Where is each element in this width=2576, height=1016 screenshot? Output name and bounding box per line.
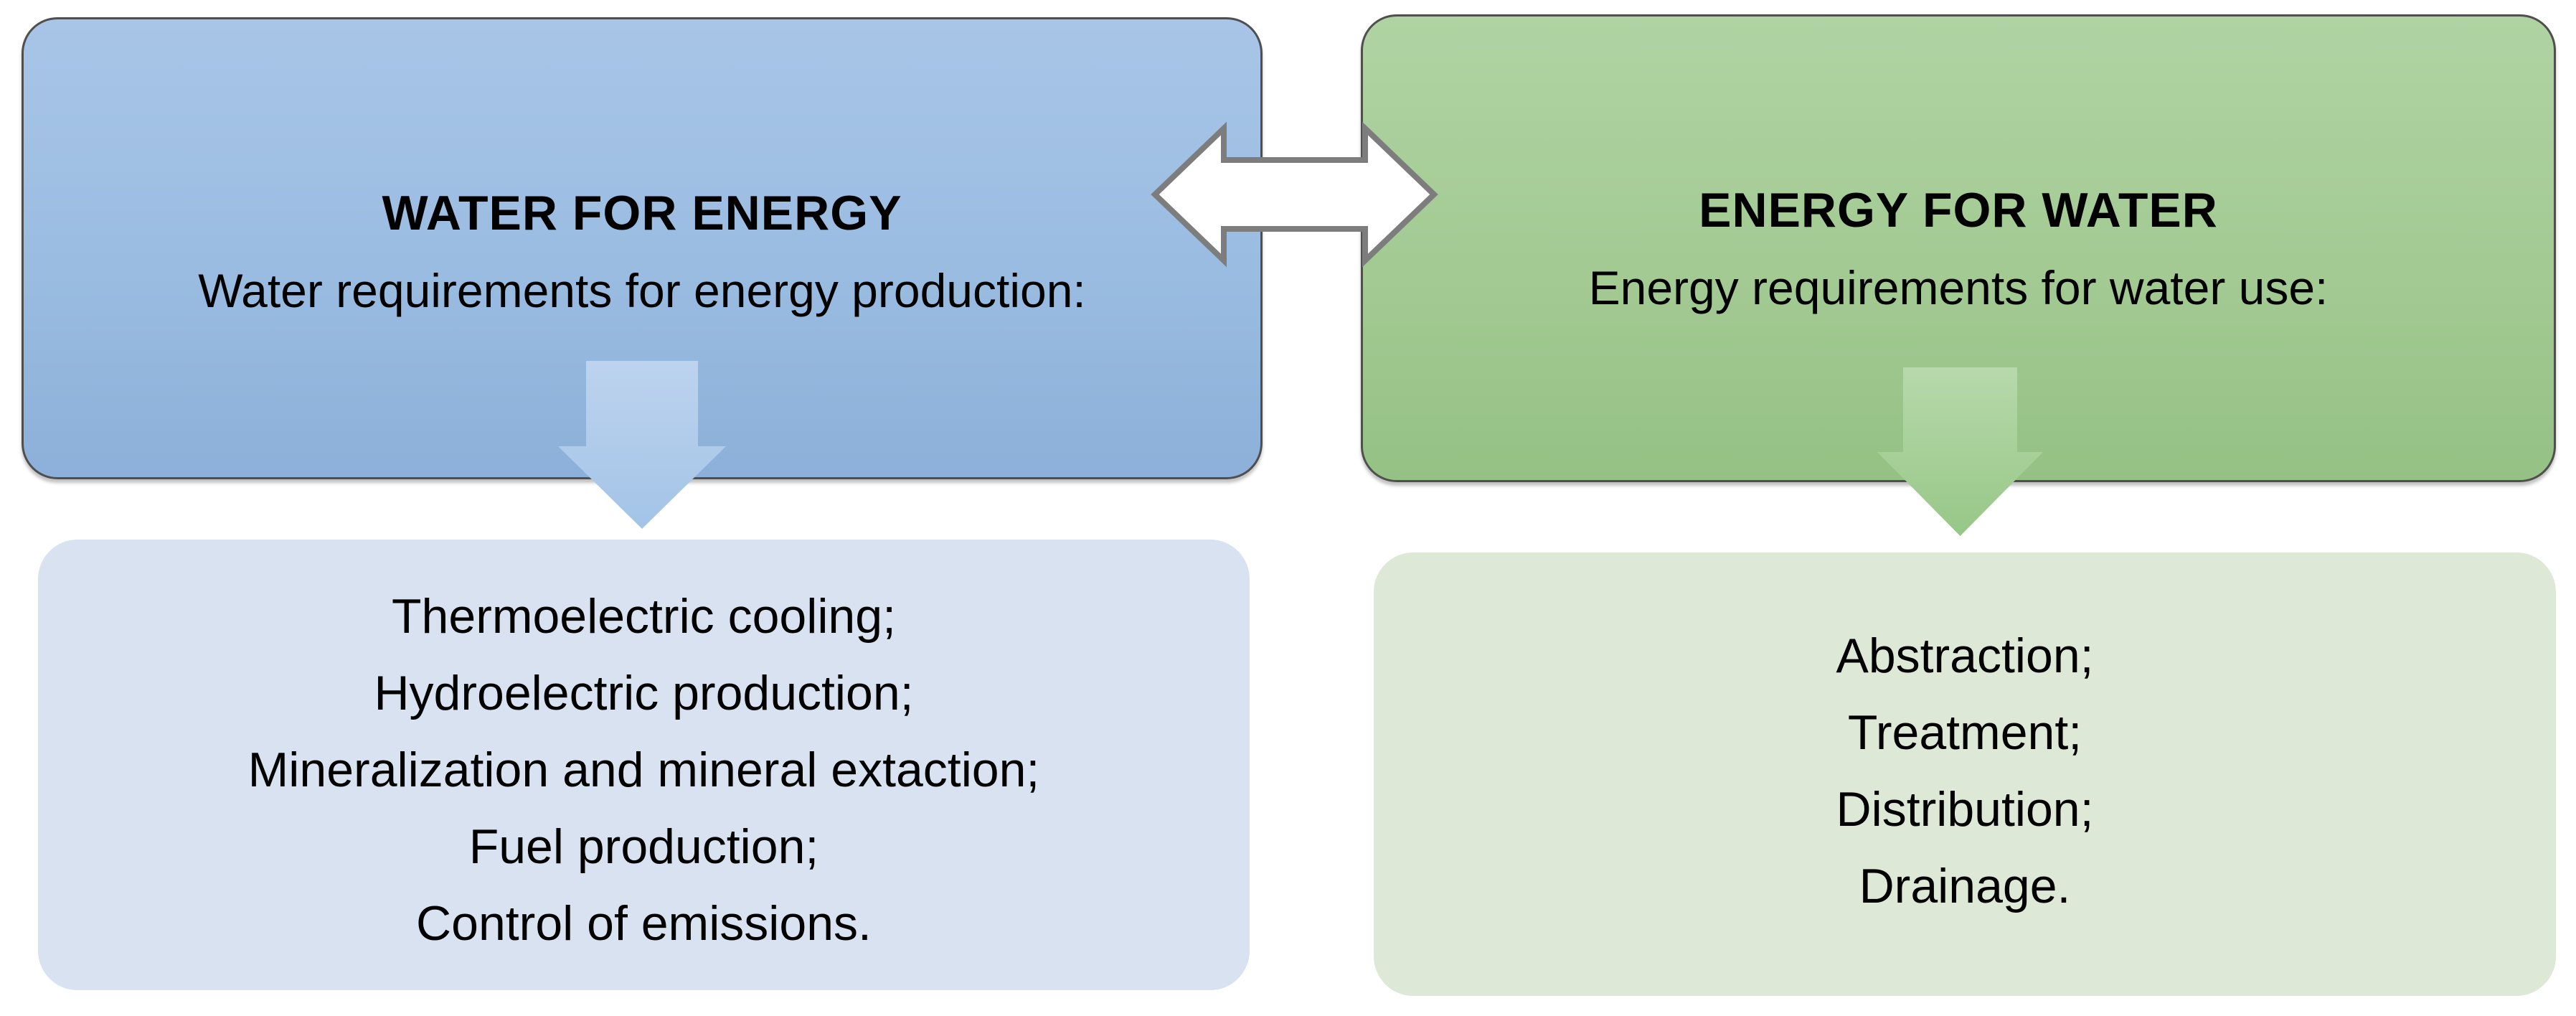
energy-for-water-item-list: Abstraction; Treatment; Distribution; Dr… [1374,618,2556,925]
energy-for-water-title: ENERGY FOR WATER [1699,183,2218,237]
list-item: Abstraction; [1836,629,2094,683]
list-item: Distribution; [1836,782,2094,837]
list-item: Hydroelectric production; [374,666,914,720]
energy-for-water-subtitle: Energy requirements for water use: [1588,261,2329,314]
list-item: Treatment; [1847,705,2082,760]
water-for-energy-subtitle: Water requirements for energy production… [198,264,1086,317]
list-item: Fuel production; [468,819,819,874]
down-arrow-icon [1877,367,2043,536]
energy-for-water-items-panel: Abstraction; Treatment; Distribution; Dr… [1374,552,2556,996]
water-for-energy-title: WATER FOR ENERGY [382,186,902,240]
water-for-energy-item-list: Thermoelectric cooling; Hydroelectric pr… [38,578,1250,962]
list-item: Thermoelectric cooling; [392,589,896,644]
list-item: Control of emissions. [416,896,872,951]
water-for-energy-items-panel: Thermoelectric cooling; Hydroelectric pr… [38,540,1250,990]
double-headed-arrow-icon [1151,121,1438,268]
list-item: Drainage. [1859,859,2071,913]
down-arrow-icon [558,361,726,529]
list-item: Mineralization and mineral extaction; [247,743,1040,797]
